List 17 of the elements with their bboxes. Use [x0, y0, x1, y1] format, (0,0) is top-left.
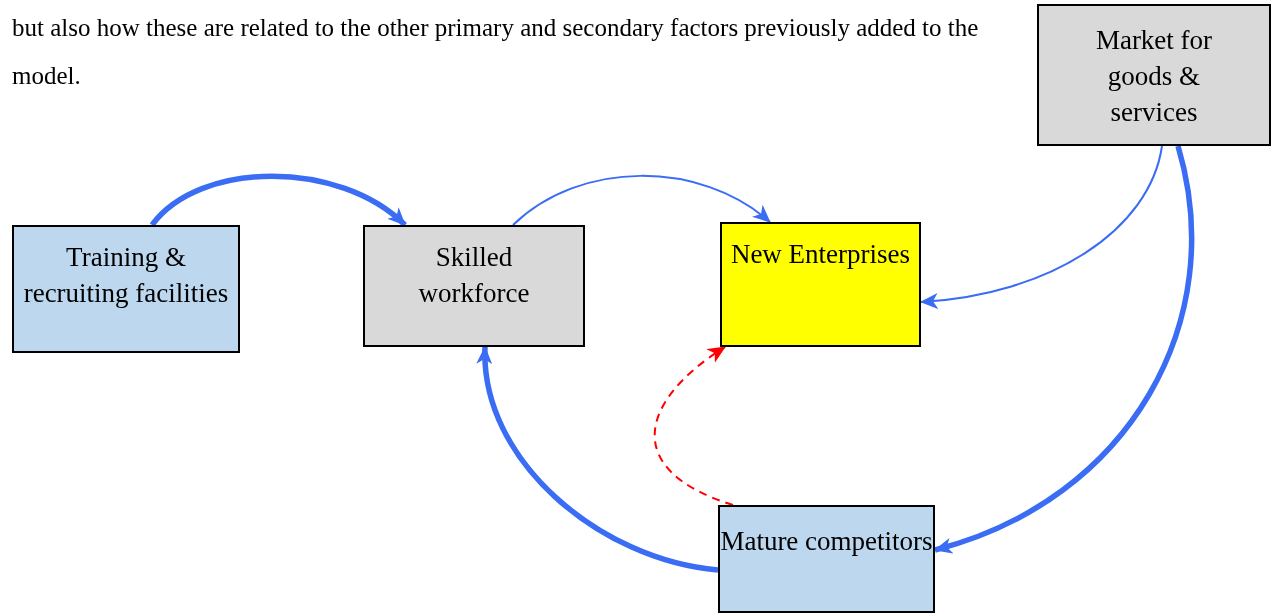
- paragraph-text: but also how these are related to the other primary and secondary factors previously added to the model.: [12, 13, 980, 91]
- arrow: [920, 145, 1163, 309]
- arrow: [150, 173, 407, 228]
- box-label: Mature competitors: [720, 525, 933, 558]
- factor-box: [363, 225, 585, 347]
- box-label: Training & recruiting facilities: [22, 241, 230, 310]
- factor-box: [720, 222, 921, 347]
- factor-box: [1037, 4, 1271, 146]
- box-label: New Enterprises: [730, 238, 911, 271]
- arrow: [934, 145, 1195, 553]
- factor-box: [12, 225, 240, 353]
- box-label: Market for goods & services: [1094, 24, 1214, 129]
- factor-box: [718, 505, 935, 613]
- arrow: [477, 346, 719, 573]
- arrow: [512, 174, 771, 226]
- box-label: Skilled workforce: [417, 241, 531, 310]
- arrow: [653, 346, 734, 506]
